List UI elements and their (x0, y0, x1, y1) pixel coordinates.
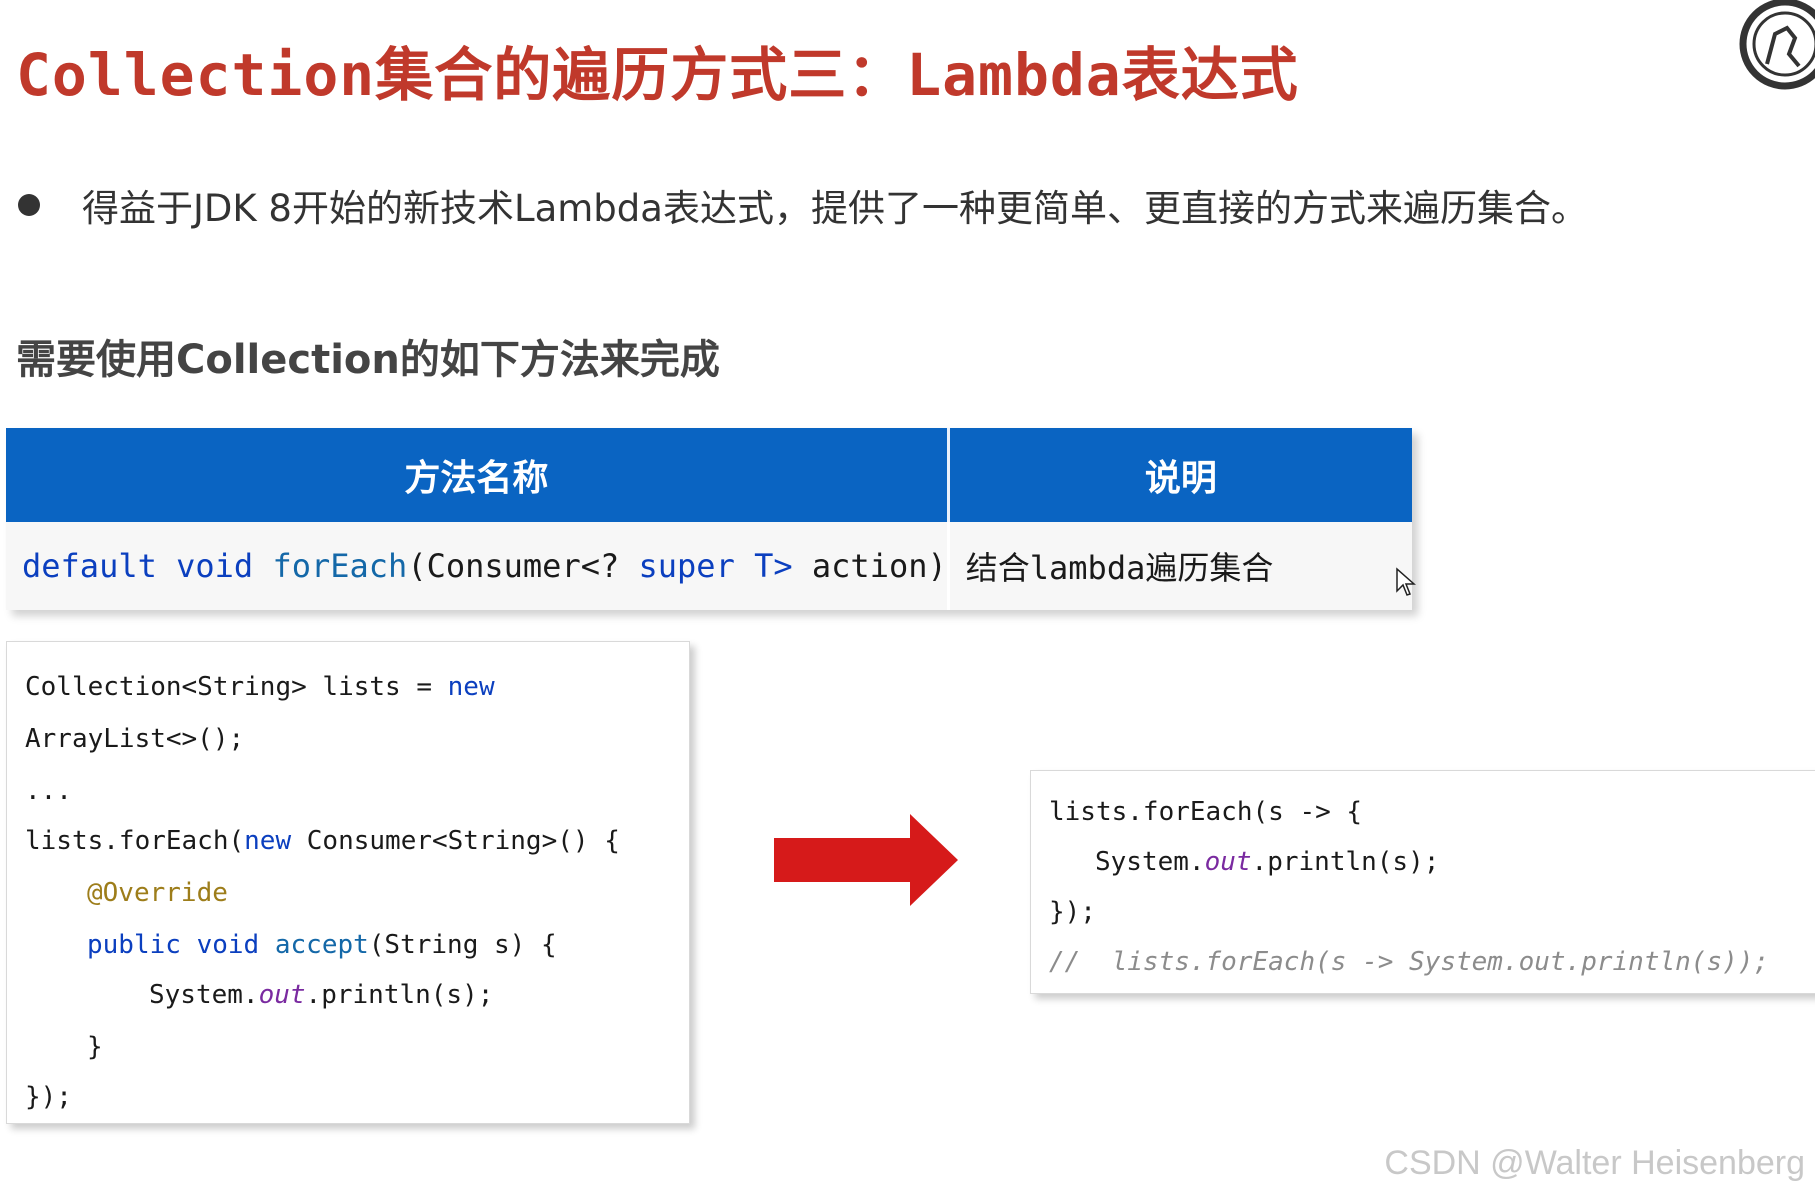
header-method-name: 方法名称 (6, 428, 950, 522)
code-line: lists.forEach(s -> { (1049, 797, 1363, 827)
code-line: @Override (87, 878, 228, 908)
mouse-cursor-icon (1396, 567, 1416, 596)
param-type: (Consumer<? (407, 547, 620, 585)
code-line: Collection<String> lists = new (25, 672, 495, 702)
bullet-dot-icon (18, 194, 40, 216)
subheading: 需要使用Collection的如下方法来完成 (16, 337, 720, 383)
method-signature: default void forEach(Consumer<? super T>… (6, 522, 950, 610)
code-line: } (87, 1032, 103, 1062)
method-name-foreach: forEach (272, 547, 408, 585)
code-line: ArrayList<>(); (25, 724, 245, 754)
code-line: System.out.println(s); (1095, 847, 1440, 877)
bullet-point: 得益于JDK 8开始的新技术Lambda表达式，提供了一种更简单、更直接的方式来… (16, 178, 1588, 232)
keyword-default: default (22, 547, 157, 585)
slide-title: Collection集合的遍历方式三：Lambda表达式 (16, 41, 1299, 109)
watermark: CSDN @Walter Heisenberg (1384, 1144, 1805, 1182)
method-table: 方法名称 说明 default void forEach(Consumer<? … (6, 428, 1412, 610)
table-row: default void forEach(Consumer<? super T>… (6, 522, 1412, 610)
right-arrow-icon (774, 814, 958, 906)
code-line: System.out.println(s); (149, 980, 494, 1010)
code-line: }); (25, 1082, 72, 1112)
param-name: action) (811, 547, 947, 585)
type-param: T> (754, 547, 793, 585)
code-line: }); (1049, 897, 1096, 927)
keyword-super: super (638, 547, 735, 585)
method-description: 结合lambda遍历集合 (948, 522, 1412, 610)
code-line: public void accept(String s) { (87, 930, 557, 960)
code-line: ... (25, 776, 72, 806)
code-line: lists.forEach(new Consumer<String>() { (25, 826, 620, 856)
table-header-row: 方法名称 说明 (6, 428, 1412, 522)
code-block-lambda: lists.forEach(s -> { System.out.println(… (1030, 770, 1815, 994)
header-description: 说明 (948, 428, 1412, 522)
bullet-text: 得益于JDK 8开始的新技术Lambda表达式，提供了一种更简单、更直接的方式来… (82, 187, 1588, 230)
logo-icon (1739, 0, 1815, 90)
code-block-anonymous-class: Collection<String> lists = new ArrayList… (6, 641, 690, 1124)
keyword-void: void (176, 547, 254, 585)
code-comment: // lists.forEach(s -> System.out.println… (1049, 947, 1770, 977)
